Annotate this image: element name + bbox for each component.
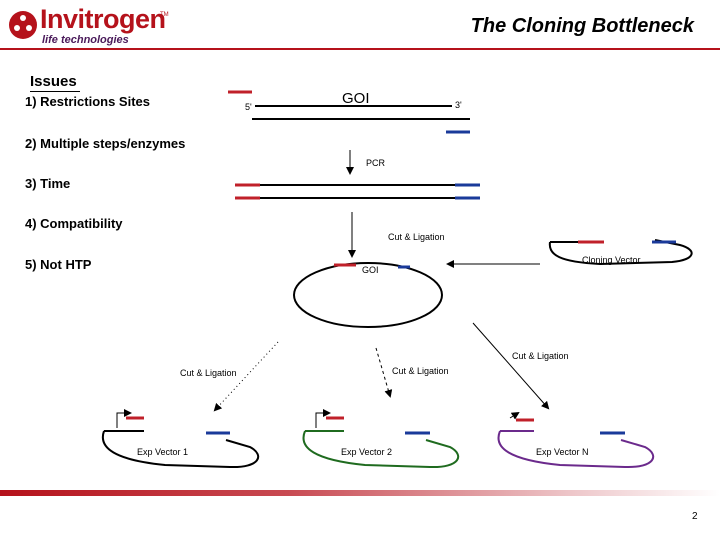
expN-backbone	[497, 430, 655, 469]
arrow-exp2-icon	[375, 347, 393, 398]
cut-ligation-label-exp1: Cut & Ligation	[180, 368, 237, 378]
recombinant-plasmid	[293, 262, 443, 328]
issues-underline	[30, 91, 80, 92]
promoter-arrow-icon	[509, 411, 520, 420]
issues-heading: Issues	[30, 73, 77, 90]
brand-tagline: life technologies	[42, 34, 129, 46]
exp-vector-n-label: Exp Vector N	[536, 447, 589, 457]
exp-vector-1-label: Exp Vector 1	[137, 447, 188, 457]
cloning-vector-label: Cloning Vector	[582, 255, 641, 265]
slide-title: The Cloning Bottleneck	[470, 15, 694, 37]
header-divider	[0, 48, 720, 50]
issue-item: 5) Not HTP	[25, 257, 92, 272]
pcr-label: PCR	[366, 158, 386, 168]
goi-label: GOI	[342, 90, 370, 107]
issue-item: 3) Time	[25, 176, 71, 191]
cut-ligation-label-exp2: Cut & Ligation	[392, 366, 449, 376]
exp-vector-1: Exp Vector 1	[101, 409, 260, 469]
issue-item: 4) Compatibility	[25, 216, 123, 231]
promoter-arrow-icon	[116, 409, 132, 428]
exp2-backbone	[302, 430, 460, 469]
exp1-backbone	[101, 430, 260, 469]
cut-ligation-label: Cut & Ligation	[388, 232, 445, 242]
plasmid-goi-label: GOI	[362, 265, 379, 275]
exp-vector-2-label: Exp Vector 2	[341, 447, 392, 457]
exp-vector-2: Exp Vector 2	[302, 409, 460, 469]
three-prime-label: 3'	[455, 100, 462, 110]
cloning-vector-backbone	[548, 239, 693, 266]
brand-name: Invitrogen	[40, 4, 166, 34]
arrow-expN-icon	[472, 322, 550, 410]
promoter-arrow-icon	[315, 409, 331, 428]
five-prime-label: 5'	[245, 102, 252, 112]
issue-item: 1) Restrictions Sites	[25, 94, 150, 109]
page-number: 2	[692, 511, 698, 522]
invitrogen-logo-icon	[9, 11, 37, 39]
footer-divider	[0, 490, 720, 496]
brand-trademark: TM	[160, 12, 169, 18]
exp-vector-n: Exp Vector N	[497, 411, 655, 469]
issue-item: 2) Multiple steps/enzymes	[25, 136, 186, 151]
cut-ligation-label-expN: Cut & Ligation	[512, 351, 569, 361]
